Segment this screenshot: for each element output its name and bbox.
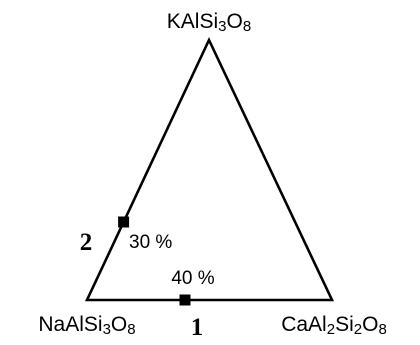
point-1-number-label: 1: [191, 314, 204, 341]
vertex-label-caal2si2o8: CaAl2Si2O8: [281, 313, 387, 338]
point-1-percent-label: 40 %: [171, 268, 214, 289]
ternary-triangle: [84, 36, 335, 302]
vertex-label-naalsi3o8: NaAlSi3O8: [38, 313, 135, 338]
point-1-marker: [179, 294, 191, 306]
vertex-label-kalsi3o8: KAlSi3O8: [167, 10, 251, 35]
point-2-percent-label: 30 %: [129, 232, 172, 253]
point-2-number-label: 2: [80, 229, 93, 256]
point-2-marker: [118, 216, 130, 228]
